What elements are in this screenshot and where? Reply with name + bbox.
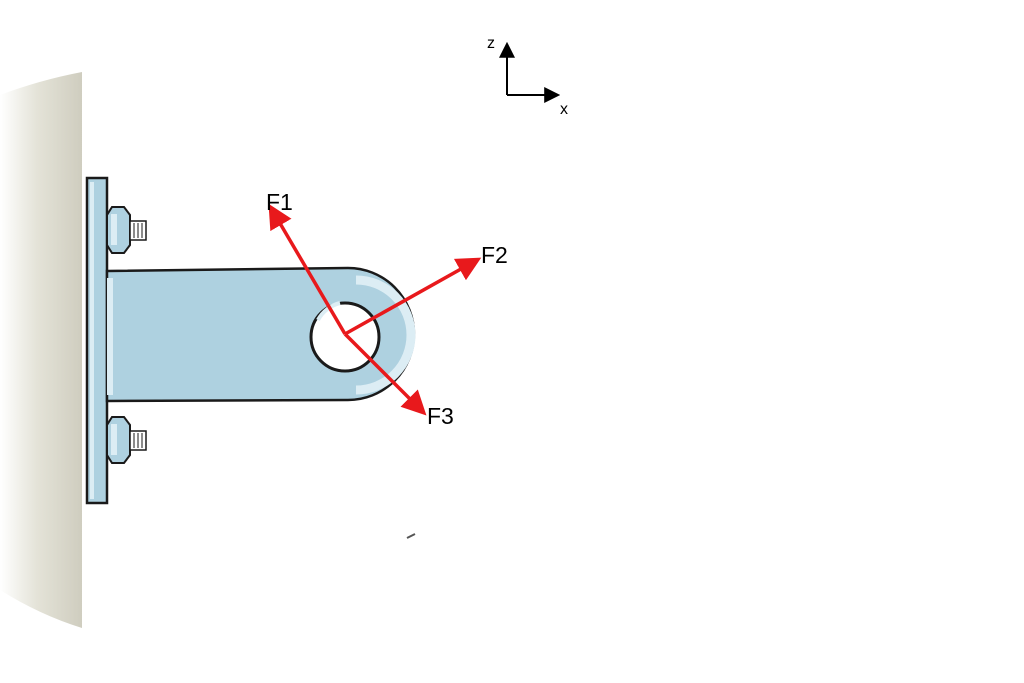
force-f2-label: F2 <box>481 242 508 268</box>
force-vectors: F1 F2 F3 <box>266 189 508 429</box>
stray-mark <box>406 533 416 539</box>
force-f3-label: F3 <box>427 403 454 429</box>
coordinate-axes: z x <box>487 35 568 118</box>
force-f3-arrow <box>343 332 427 416</box>
force-f1-arrow <box>268 203 347 335</box>
x-axis-label: x <box>560 101 568 118</box>
plate-highlight <box>90 182 94 499</box>
top-bolt <box>106 206 147 254</box>
force-f1-label: F1 <box>266 189 293 215</box>
wall <box>0 72 82 628</box>
bracket-arm <box>105 266 416 403</box>
bottom-bolt <box>106 416 147 464</box>
z-axis-label: z <box>487 35 495 52</box>
force-f2-arrow <box>344 257 482 336</box>
pin-hole <box>309 301 381 373</box>
